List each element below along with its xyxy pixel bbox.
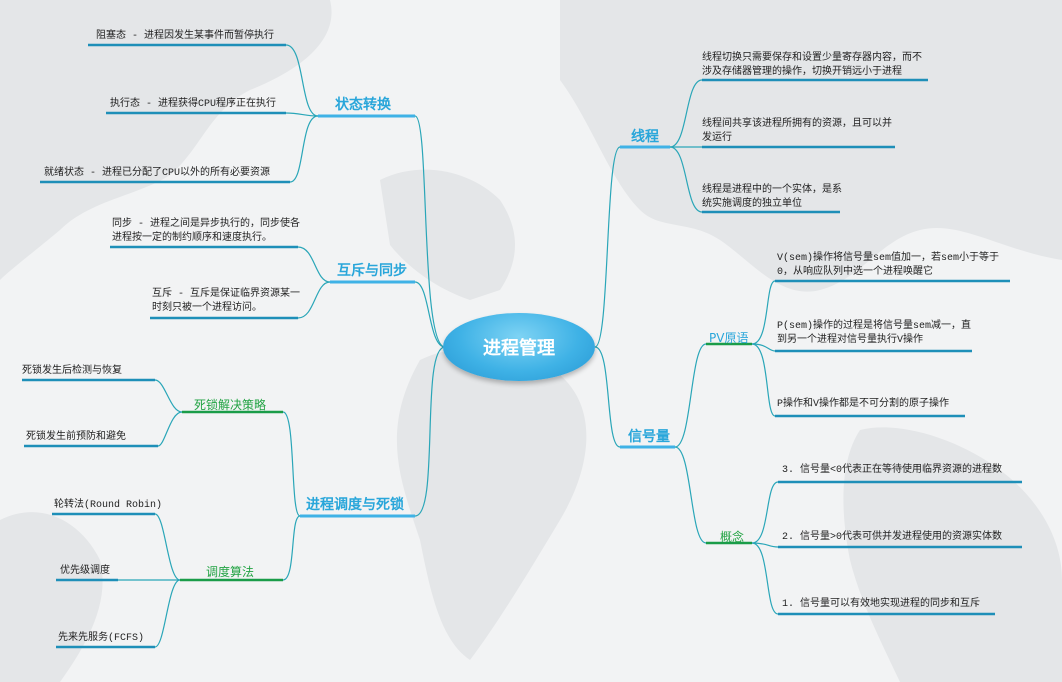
topic-state-transition[interactable]: 状态转换 <box>335 97 391 113</box>
subtopic-scheduling-algorithm[interactable]: 调度算法 <box>206 565 255 579</box>
subtopic-pv-primitive[interactable]: PV原语 <box>709 331 749 345</box>
subtopic-deadlock-strategy[interactable]: 死锁解决策略 <box>194 398 267 412</box>
leaf-running-state[interactable]: 执行态 - 进程获得CPU程序正在执行 <box>110 99 277 110</box>
topic-mutex-sync[interactable]: 互斥与同步 <box>337 263 407 279</box>
subtopic-concept[interactable]: 概念 <box>720 530 745 544</box>
topic-semaphore[interactable]: 信号量 <box>628 429 670 445</box>
central-topic-label: 进程管理 <box>483 338 555 359</box>
leaf-ready-state[interactable]: 就绪状态 - 进程已分配了CPU以外的所有必要资源 <box>44 168 271 179</box>
leaf-deadlock-detect-recover[interactable]: 死锁发生后检测与恢复 <box>22 366 122 377</box>
leaf-priority-scheduling[interactable]: 优先级调度 <box>60 566 110 577</box>
leaf-thread-entity[interactable]: 线程是进程中的一个实体，是系统实施调度的独立单位 <box>702 185 842 210</box>
leaf-pv-atomic[interactable]: P操作和V操作都是不可分割的原子操作 <box>777 399 950 410</box>
leaf-thread-switch[interactable]: 线程切换只需要保存和设置少量寄存器内容，而不涉及存储器管理的操作，切换开销远小于… <box>702 53 922 78</box>
topic-scheduling-deadlock[interactable]: 进程调度与死锁 <box>306 497 404 513</box>
leaf-semaphore-sync[interactable]: 1. 信号量可以有效地实现进程的同步和互斥 <box>782 599 981 610</box>
leaf-thread-shared-resources[interactable]: 线程间共享该进程所拥有的资源，且可以并发运行 <box>702 119 892 144</box>
leaf-deadlock-prevent-avoid[interactable]: 死锁发生前预防和避免 <box>26 432 126 443</box>
leaf-v-operation[interactable]: V(sem)操作将信号量sem值加一，若sem小于等于0，从响应队列中选一个进程… <box>777 253 1000 278</box>
leaf-p-operation[interactable]: P(sem)操作的过程是将信号量sem减一，直到另一个进程对信号量执行V操作 <box>777 321 972 346</box>
leaf-synchronization[interactable]: 同步 - 进程之间是异步执行的，同步使各进程按一定的制约顺序和速度执行。 <box>112 219 301 244</box>
leaf-semaphore-negative[interactable]: 3. 信号量<0代表正在等待使用临界资源的进程数 <box>782 465 1003 476</box>
leaf-blocked-state[interactable]: 阻塞态 - 进程因发生某事件而暂停执行 <box>96 31 275 42</box>
leaf-semaphore-positive[interactable]: 2. 信号量>0代表可供并发进程使用的资源实体数 <box>782 532 1003 543</box>
central-topic[interactable]: 进程管理 <box>443 313 595 381</box>
topic-thread[interactable]: 线程 <box>631 129 659 145</box>
leaf-mutual-exclusion[interactable]: 互斥 - 互斥是保证临界资源某一时刻只被一个进程访问。 <box>152 289 301 314</box>
leaf-fcfs[interactable]: 先来先服务(FCFS) <box>58 633 145 644</box>
leaf-round-robin[interactable]: 轮转法(Round Robin) <box>54 500 163 511</box>
